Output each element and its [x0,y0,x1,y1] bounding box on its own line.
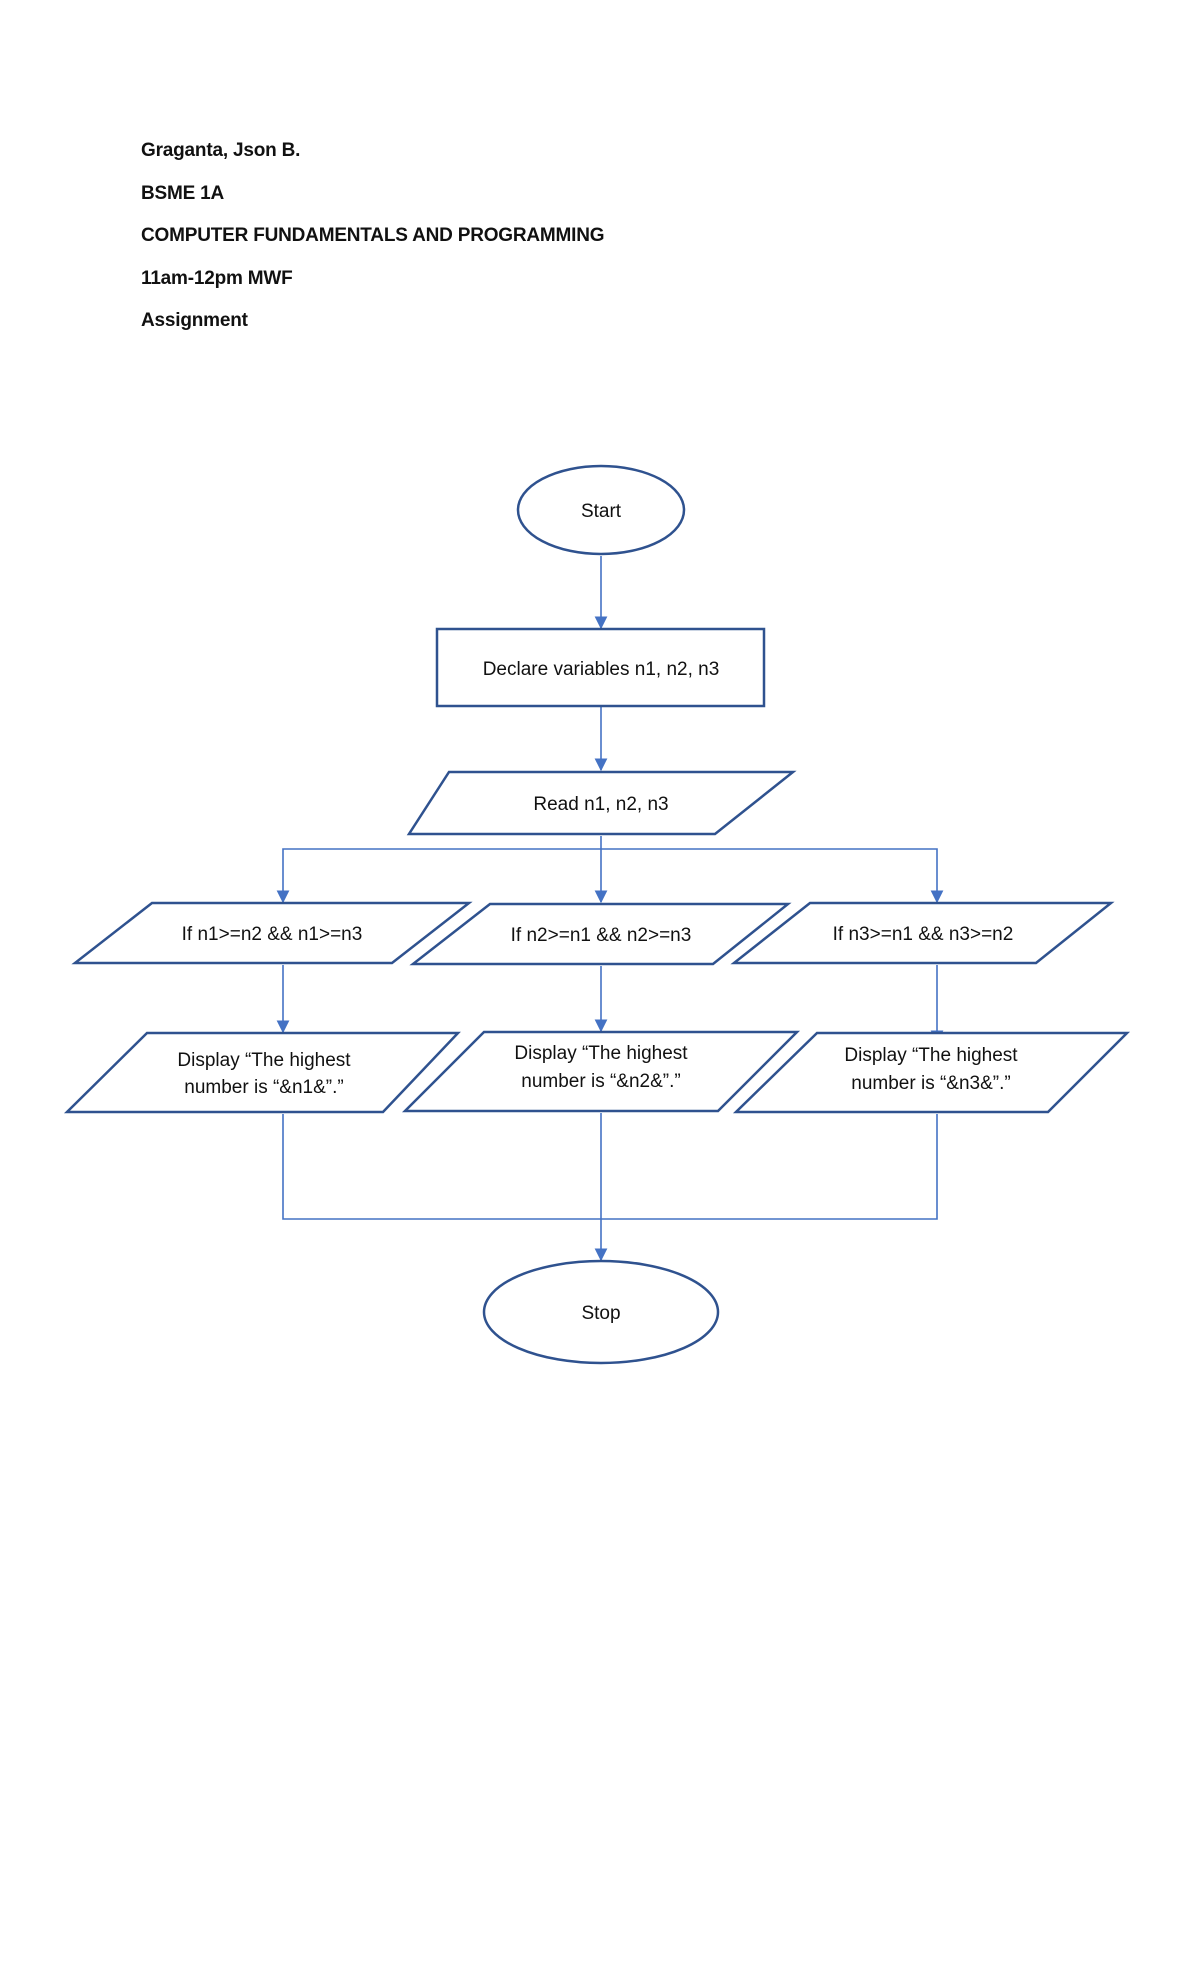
declare-process-box [435,627,766,708]
output3-parallelogram [732,1031,1131,1114]
course-title: COMPUTER FUNDAMENTALS AND PROGRAMMING [141,225,605,246]
stop-label: Stop [581,1303,620,1324]
start-terminator [516,464,686,556]
document-type: Assignment [141,310,248,331]
output3-label-line1: Display “The highest [844,1045,1018,1066]
output2-label-line1: Display “The highest [514,1043,688,1064]
read-input-parallelogram [406,770,797,836]
connector-merge-outputs [282,1114,938,1220]
output2-parallelogram [401,1030,801,1113]
start-label: Start [581,501,622,522]
connector-read-cond1 [276,848,601,904]
condition3-parallelogram [730,901,1115,965]
class-schedule: 11am-12pm MWF [141,267,293,289]
condition2-parallelogram [409,902,792,966]
stop-terminator [482,1259,720,1365]
student-name: Graganta, Json B. [141,140,301,161]
declare-label: Declare variables n1, n2, n3 [483,659,720,680]
connector-read-cond3 [601,848,944,904]
student-section: BSME 1A [141,182,225,204]
document-header: Graganta, Json B. BSME 1A COMPUTER FUNDA… [141,140,1041,353]
condition1-parallelogram [71,901,473,965]
read-label: Read n1, n2, n3 [533,794,668,815]
output2-label-line2: number is “&n2&”.” [521,1071,680,1092]
output1-label-line1: Display “The highest [177,1050,351,1071]
condition3-label: If n3>=n1 && n3>=n2 [833,924,1014,945]
output1-parallelogram [63,1031,461,1114]
condition1-label: If n1>=n2 && n1>=n3 [182,924,363,945]
condition2-label: If n2>=n1 && n2>=n3 [511,925,692,946]
output1-label-line2: number is “&n1&”.” [184,1077,343,1098]
output3-label-line2: number is “&n3&”.” [851,1073,1010,1094]
